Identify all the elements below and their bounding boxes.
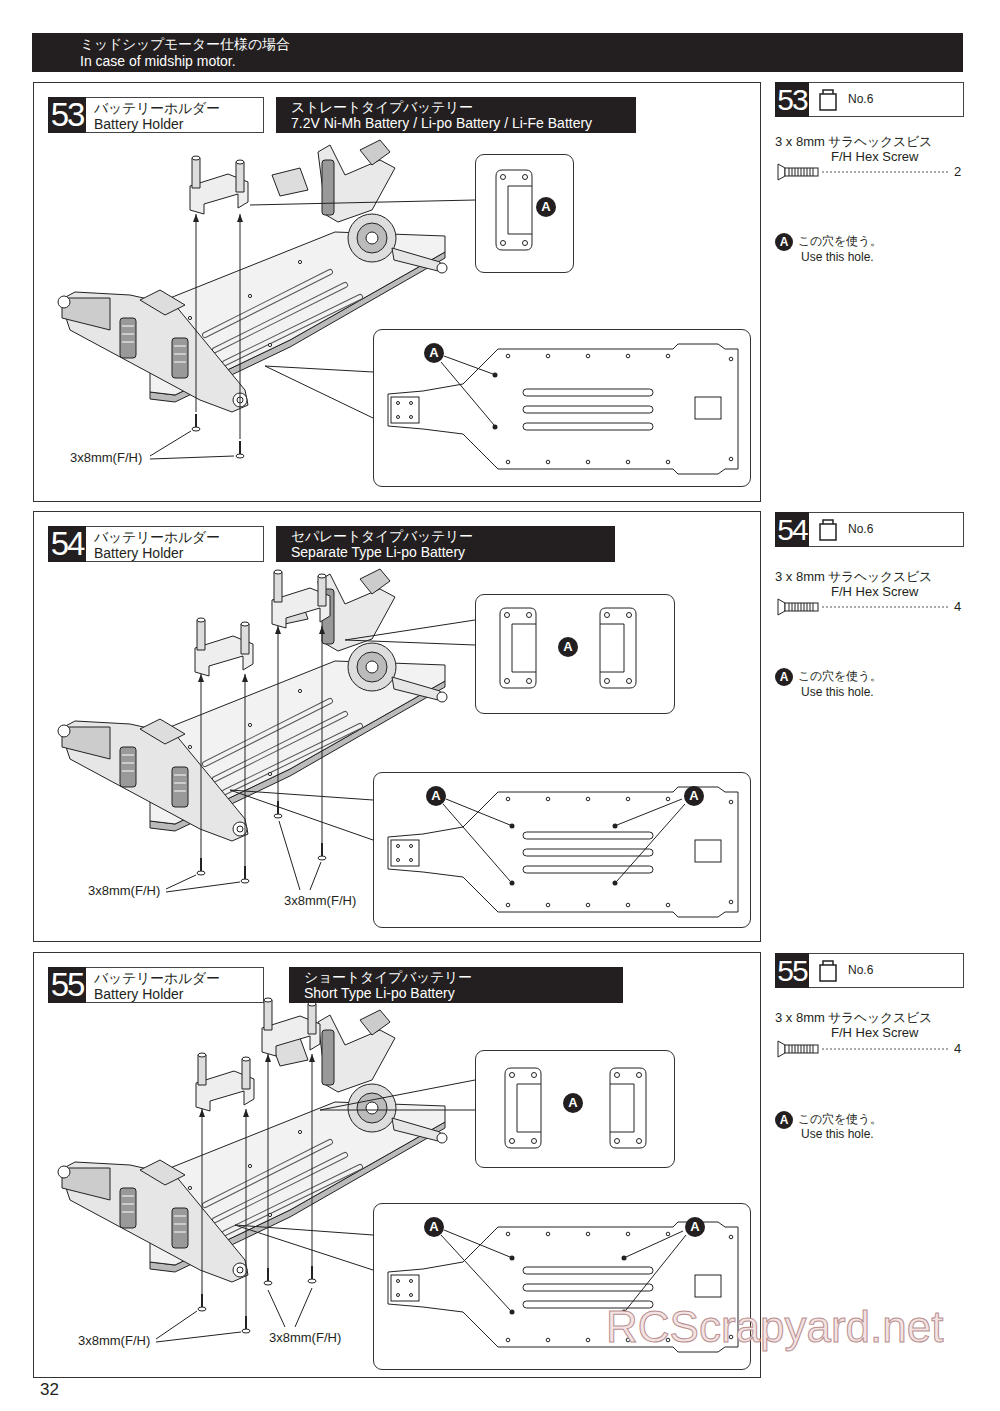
callout-letter: A (424, 1217, 444, 1237)
callout-letter: A (536, 197, 556, 217)
step-header: 54 バッテリーホルダーBattery Holder (48, 526, 264, 562)
battery-type: Separate Type Li-po Battery (291, 544, 465, 560)
callout-letter: A (775, 1111, 793, 1129)
callout-letter: A (685, 1217, 705, 1237)
header-text: ミッドシップモーター仕様の場合 (32, 36, 290, 53)
step-number: 54 (48, 526, 86, 562)
inset-drawing (388, 608, 738, 917)
parts-box: 55 No.6 (775, 953, 964, 988)
screw-label: 3x8mm(F/H) (284, 893, 356, 909)
step-title: Battery Holder (94, 116, 183, 132)
part-name: F/H Hex Screw (831, 584, 918, 600)
parts-box: 53 No.6 (775, 82, 964, 117)
screw-label: 3x8mm(F/H) (269, 1330, 341, 1346)
section-frames (34, 83, 761, 1378)
note-text: Use this hole. (801, 685, 874, 700)
battery-type: Short Type Li-po Battery (304, 985, 455, 1001)
detail-inset: A (475, 594, 675, 714)
quantity: 4 (954, 1041, 961, 1057)
part-name: 3 x 8mm サラヘックスビス (775, 569, 932, 585)
type-bar: ストレートタイプバッテリー7.2V Ni-Mh Battery / Li-po … (276, 97, 636, 133)
callout-letter: A (558, 637, 578, 657)
step-number: 54 (775, 512, 809, 547)
note-text: Use this hole. (801, 250, 874, 265)
inset-drawing (388, 170, 738, 474)
type-bar: ショートタイプバッテリーShort Type Li-po Battery (289, 967, 623, 1003)
note-text: Use this hole. (801, 1127, 874, 1142)
quantity: 2 (954, 164, 961, 180)
step-title: バッテリーホルダー (94, 970, 220, 986)
callout-letter: A (684, 786, 704, 806)
detail-inset: A (373, 329, 751, 487)
step-title: バッテリーホルダー (94, 100, 220, 116)
detail-inset: AA (373, 772, 751, 928)
header-text: In case of midship motor. (32, 53, 236, 70)
battery-type: セパレートタイプバッテリー (291, 528, 473, 544)
screw-label: 3x8mm(F/H) (78, 1333, 150, 1349)
quantity: 4 (954, 599, 961, 615)
screw-label: 3x8mm(F/H) (70, 450, 142, 466)
step-number: 55 (775, 953, 809, 988)
callout-letter: A (426, 786, 446, 806)
battery-type: ショートタイプバッテリー (304, 969, 472, 985)
step-header: 53 バッテリーホルダーBattery Holder (48, 97, 264, 133)
callout-letter: A (775, 233, 793, 251)
type-bar: セパレートタイプバッテリーSeparate Type Li-po Battery (276, 526, 615, 562)
step-number: 53 (775, 82, 809, 117)
page-number: 32 (40, 1380, 59, 1400)
part-name: 3 x 8mm サラヘックスビス (775, 134, 932, 150)
header-band: ミッドシップモーター仕様の場合In case of midship motor. (32, 33, 963, 72)
step-number: 55 (48, 967, 86, 1003)
callout-letter: A (775, 668, 793, 686)
step-title: バッテリーホルダー (94, 529, 220, 545)
detail-inset: A (475, 1050, 675, 1168)
watermark: RCScrapyard.net (606, 1302, 943, 1352)
part-name: 3 x 8mm サラヘックスビス (775, 1010, 932, 1026)
step-title: Battery Holder (94, 545, 183, 561)
part-name: F/H Hex Screw (831, 1025, 918, 1041)
detail-inset: A (475, 154, 574, 273)
step-header: 55 バッテリーホルダーBattery Holder (48, 967, 264, 1003)
parts-bag-number: No.6 (848, 963, 873, 977)
step-title: Battery Holder (94, 986, 183, 1002)
note-text: この穴を使う。 (798, 669, 882, 684)
callout-letter: A (563, 1093, 583, 1113)
callout-letter: A (424, 343, 444, 363)
note-text: この穴を使う。 (798, 234, 882, 249)
part-name: F/H Hex Screw (831, 149, 918, 165)
screw-label: 3x8mm(F/H) (88, 883, 160, 899)
step-number: 53 (48, 97, 86, 133)
note-text: この穴を使う。 (798, 1112, 882, 1127)
parts-bag-number: No.6 (848, 522, 873, 536)
parts-bag-number: No.6 (848, 92, 873, 106)
battery-type: 7.2V Ni-Mh Battery / Li-po Battery / Li-… (291, 115, 592, 131)
parts-box: 54 No.6 (775, 512, 964, 547)
battery-type: ストレートタイプバッテリー (291, 99, 473, 115)
